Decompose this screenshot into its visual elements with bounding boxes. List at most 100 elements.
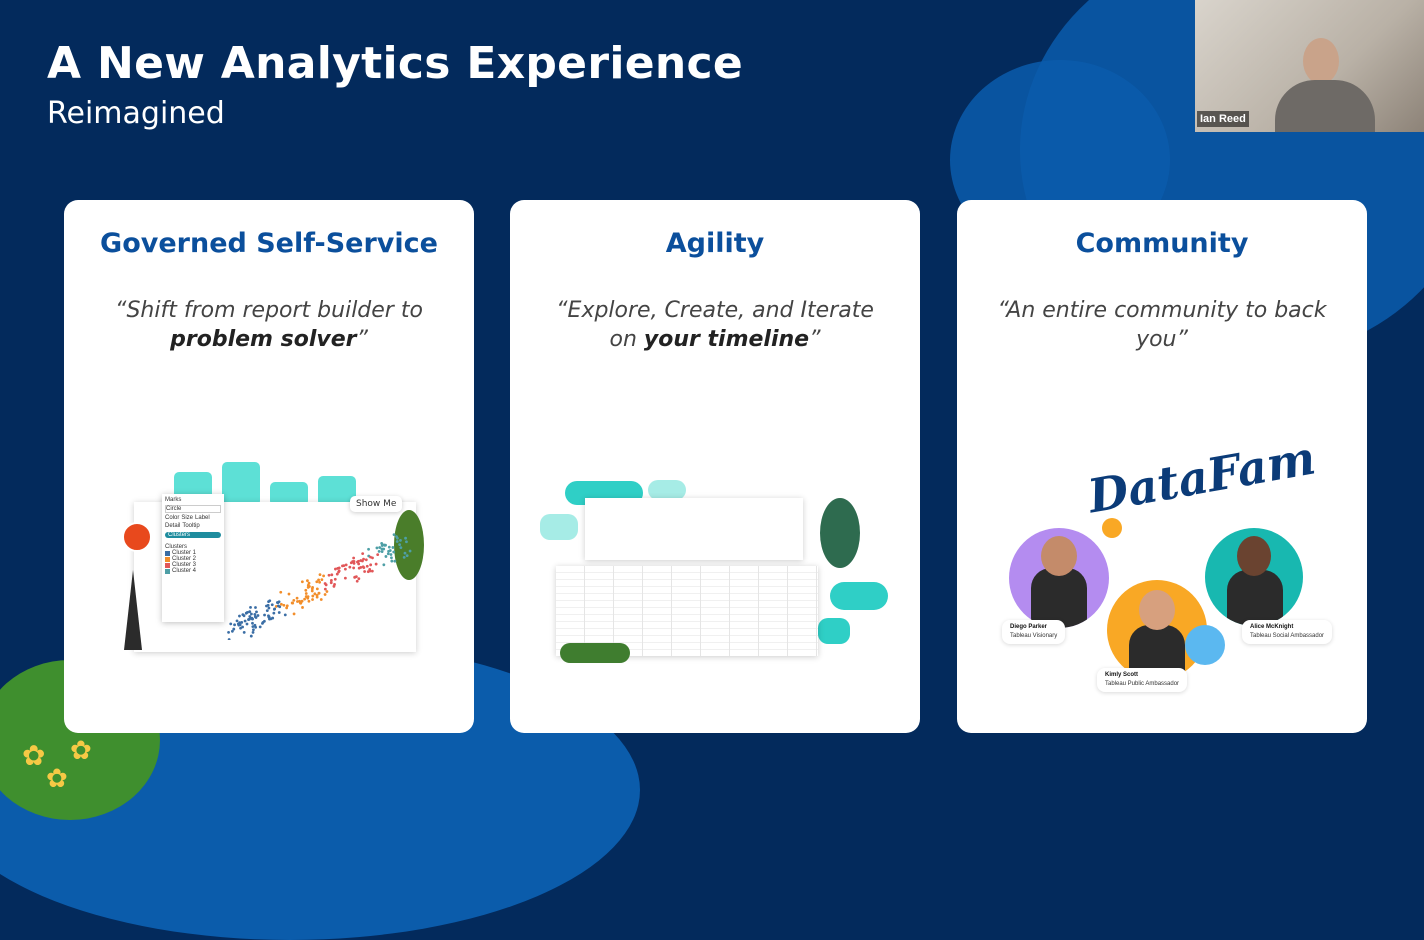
- scatter-point: [370, 569, 374, 573]
- scatter-point: [332, 584, 336, 588]
- scatter-point: [303, 597, 307, 601]
- scatter-point: [295, 596, 299, 600]
- scatter-point: [337, 570, 340, 574]
- scatter-point: [376, 553, 380, 556]
- scatter-point: [388, 549, 392, 552]
- legend-label: Cluster 1: [172, 550, 197, 556]
- scatter-point: [382, 563, 386, 567]
- scatter-point: [380, 541, 384, 545]
- scatter-point: [267, 615, 271, 619]
- scatter-point: [353, 575, 357, 579]
- scatter-point: [277, 611, 281, 614]
- scatter-point: [306, 579, 309, 583]
- scatter-point: [270, 603, 274, 607]
- quote-emphasis: problem solver: [170, 327, 357, 352]
- participant-video[interactable]: Ian Reed: [1195, 0, 1424, 132]
- scatter-point: [227, 638, 231, 640]
- scatter-point: [325, 590, 329, 593]
- scatter-point: [242, 630, 246, 634]
- scatter-point: [361, 552, 365, 556]
- legend-label: Cluster 4: [172, 568, 197, 574]
- scatter-point: [245, 622, 249, 626]
- scatter-point: [392, 533, 396, 537]
- scatter-point: [377, 549, 381, 553]
- legend-swatch: [165, 550, 170, 556]
- scatter-point: [322, 574, 326, 578]
- scatter-point: [292, 599, 296, 602]
- card-quote: “Shift from report builder to problem so…: [94, 296, 444, 354]
- scatter-point: [279, 602, 283, 606]
- scatter-point: [315, 595, 319, 599]
- scatter-point: [378, 546, 382, 549]
- scatter-point: [352, 556, 356, 560]
- card-quote: “Explore, Create, and Iterate on your ti…: [540, 296, 890, 354]
- card-quote: “An entire community to back you”: [997, 296, 1327, 354]
- decor-dot: [1102, 518, 1122, 538]
- participant-head: [1303, 38, 1339, 84]
- scatter-point: [395, 535, 398, 539]
- legend-label: Cluster 2: [172, 556, 197, 562]
- scatter-point: [402, 555, 406, 559]
- legend-swatch: [165, 562, 170, 568]
- scatter-point: [392, 550, 396, 554]
- datafam-logo: DataFam: [1084, 430, 1320, 524]
- scatter-point: [348, 565, 352, 569]
- scatter-point: [323, 587, 327, 591]
- scatter-point: [300, 599, 304, 603]
- scatter-point: [311, 594, 315, 598]
- legend-item: Cluster 2: [165, 556, 221, 562]
- quote-text: “Explore, Create, and Iterate on: [556, 298, 874, 352]
- shape: [818, 618, 850, 644]
- scatter-point: [245, 611, 249, 614]
- scatter-point: [263, 613, 266, 617]
- shape: [648, 480, 686, 500]
- scatter-point: [317, 591, 321, 595]
- scatter-point: [330, 573, 334, 577]
- scatter-point: [391, 546, 395, 549]
- scatter-point: [271, 616, 275, 620]
- scatter-point: [238, 614, 241, 618]
- bar: [318, 476, 356, 506]
- scatter-point: [249, 606, 252, 609]
- scatter-point: [404, 536, 407, 540]
- scatter-point: [334, 567, 337, 571]
- person-photo: [1205, 528, 1303, 626]
- scatter-point: [405, 540, 408, 544]
- legend-swatch: [165, 556, 170, 562]
- scatter-point: [323, 593, 327, 596]
- legend-item: Cluster 3: [165, 562, 221, 568]
- scatter-point: [301, 606, 304, 609]
- scatter-point: [337, 566, 341, 570]
- plant: [820, 498, 860, 568]
- scatter-point: [363, 570, 367, 573]
- mark-button: Detail: [165, 523, 181, 529]
- mark-type-dropdown: Circle: [165, 505, 221, 513]
- scatter-point: [253, 615, 257, 619]
- scatter-point: [344, 563, 348, 567]
- scatter-point: [292, 612, 296, 616]
- scatter-point: [276, 601, 280, 604]
- scatter-point: [251, 630, 255, 634]
- scatter-point: [310, 589, 314, 593]
- scatter-point: [386, 552, 390, 556]
- scatter-point: [311, 598, 314, 601]
- scatter-point: [307, 599, 311, 603]
- scatter-point: [317, 578, 320, 582]
- scatter-point: [300, 580, 304, 584]
- scatter-point: [395, 540, 399, 543]
- scatter-point: [390, 556, 393, 560]
- slide-subtitle: Reimagined: [47, 96, 225, 131]
- scatter-point: [243, 619, 247, 623]
- scatter-point: [329, 581, 333, 585]
- cluster-scatter-plot: [227, 533, 412, 640]
- marks-card: Marks Circle Color Size Label Detail Too…: [162, 494, 224, 622]
- scatter-point: [256, 614, 260, 617]
- scatter-point: [304, 592, 308, 595]
- scatter-point: [285, 604, 289, 608]
- scatter-point: [380, 547, 384, 551]
- scatter-point: [229, 622, 233, 626]
- flower-icon: ✿: [46, 764, 68, 794]
